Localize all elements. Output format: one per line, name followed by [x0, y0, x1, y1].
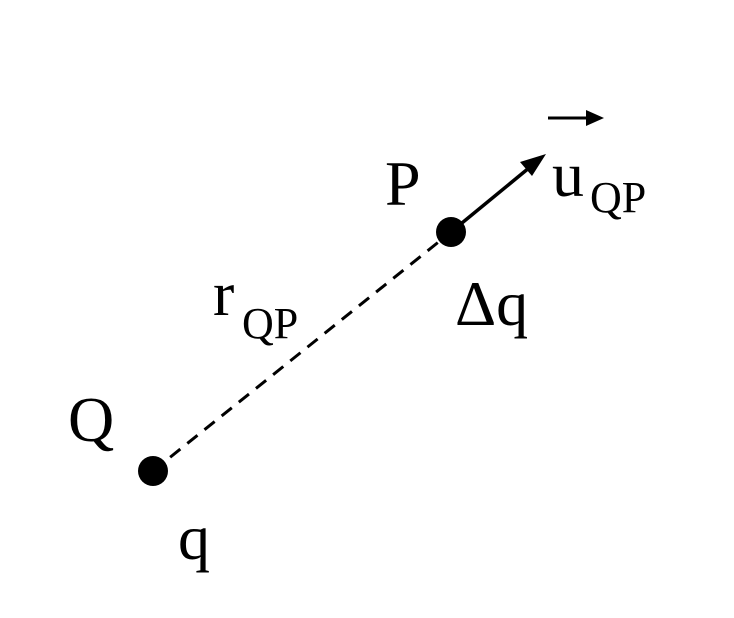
distance-subscript: QP — [242, 299, 298, 348]
unit-vector-arrowhead — [520, 154, 546, 176]
charge-delta-q-label: Δq — [455, 268, 528, 339]
charge-q-label: q — [178, 502, 210, 573]
unit-vector-symbol: u — [552, 139, 584, 210]
distance-line — [152, 230, 452, 473]
unit-vector-arrow — [449, 161, 537, 234]
point-p-label: P — [385, 148, 421, 219]
point-q-dot — [138, 456, 168, 486]
point-q-label: Q — [68, 384, 114, 455]
point-p-dot — [436, 217, 466, 247]
vector-overarrow-head — [586, 110, 604, 126]
distance-symbol: r — [213, 258, 234, 329]
unit-vector-subscript: QP — [590, 173, 646, 222]
